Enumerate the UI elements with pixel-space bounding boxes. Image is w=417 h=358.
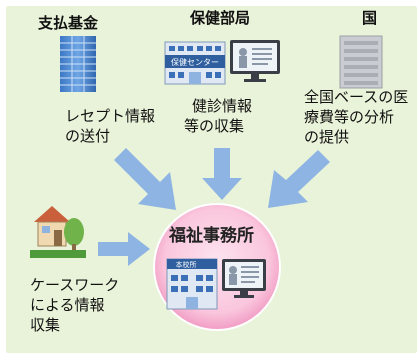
health-center-sign: 保健センター [171, 57, 219, 67]
welfare-office-sign: 本校所 [176, 260, 197, 269]
server-icon [339, 35, 383, 89]
arrow-from-bottom [98, 232, 150, 266]
flow-center-line-2: 等の収集 [184, 117, 245, 135]
welfare-office-building-icon: 本校所 [166, 258, 218, 310]
office-building-icon [60, 36, 96, 92]
welfare-office-monitor-icon [222, 259, 266, 298]
flow-right-line-1: 全国ベースの医 [304, 88, 409, 106]
flow-left-line-2: の送付 [65, 127, 111, 145]
header-hoken-bukyoku: 保健部局 [190, 9, 251, 27]
flow-center-line-1: 健診情報 [192, 97, 253, 115]
medical-monitor-icon [230, 40, 280, 82]
flow-right-line-2: 療費等の分析 [304, 108, 395, 126]
header-shiharai-kikin: 支払基金 [38, 14, 99, 32]
flow-right-line-3: の提供 [304, 128, 350, 146]
flow-bottom-line-2: による情報 [30, 296, 105, 314]
arrow-from-center [202, 148, 242, 200]
flow-bottom-line-1: ケースワーク [30, 276, 120, 294]
arrow-from-right [268, 150, 330, 208]
health-center-building-icon: 保健センター [164, 41, 226, 85]
header-kuni: 国 [362, 9, 378, 27]
flow-left-line-1: レセプト情報 [65, 107, 156, 125]
house-icon [30, 206, 86, 258]
welfare-office-title: 福祉事務所 [169, 226, 254, 246]
arrow-from-left [114, 148, 176, 210]
flow-bottom-line-3: 収集 [30, 316, 61, 334]
